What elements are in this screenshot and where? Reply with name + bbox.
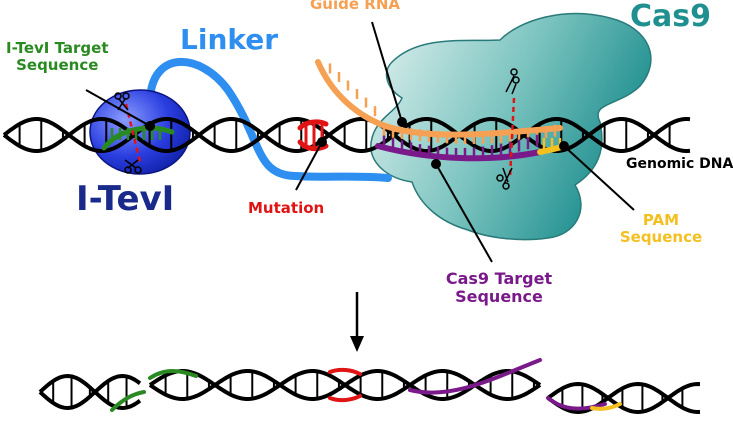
pointer-dots [145, 117, 569, 169]
genomic-dna-label: Genomic DNA [626, 156, 733, 172]
cas9-target-strand [375, 143, 543, 162]
down-arrow-icon [350, 292, 364, 352]
mutation-label: Mutation [248, 199, 325, 217]
linker-strand [146, 57, 392, 182]
scissors-icon [496, 167, 513, 190]
mutation-segment [297, 119, 329, 152]
cas9-cut-line [508, 97, 516, 179]
scissors-icon [505, 68, 520, 95]
cleaved-dna-helix [38, 358, 701, 415]
scissors-icon [124, 159, 142, 174]
pointer-lines [85, 21, 635, 263]
guide-rna-label: Guide RNA [310, 0, 400, 13]
itevi-label: I-TevI [76, 179, 175, 219]
linker-label: Linker [180, 23, 279, 56]
cas9-target-bases [382, 134, 539, 160]
cas9-label: Cas9 [630, 0, 711, 34]
